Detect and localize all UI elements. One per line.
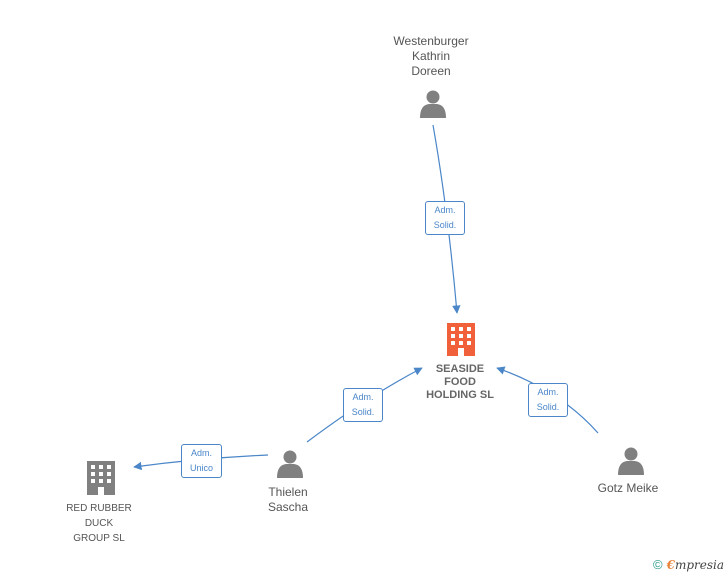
footer-brand: ©€mpresia [653, 557, 724, 572]
edge-label-line1: Adm. [434, 205, 456, 215]
edge-label-gotz-seaside: Adm. Solid. [528, 383, 568, 417]
brand-rest: mpresia [674, 558, 724, 572]
edge-label-line2: Solid. [351, 407, 375, 417]
edge-label-line2: Unico [189, 463, 213, 473]
brand-logo: €mpresia [667, 558, 724, 572]
node-label-westenburger[interactable]: Westenburger Kathrin Doreen [393, 34, 469, 78]
person-icon [618, 447, 644, 475]
building-icon [447, 323, 475, 356]
edge-label-line1: Adm. [190, 448, 212, 458]
edge-label-thielen-seaside: Adm. Solid. [343, 388, 383, 422]
person-icon [420, 90, 446, 118]
edge-label-thielen-redrubber: Adm. Unico [181, 444, 222, 478]
node-label-thielen[interactable]: Thielen Sascha [267, 485, 309, 514]
brand-first-letter: € [666, 558, 675, 572]
node-label-gotz[interactable]: Gotz Meike [597, 481, 659, 495]
edge-label-line2: Solid. [433, 220, 457, 230]
edge-label-line1: Adm. [352, 392, 374, 402]
edge-label-line1: Adm. [537, 387, 559, 397]
copyright-icon: © [652, 557, 663, 572]
edge-label-westenburger-seaside: Adm. Solid. [425, 201, 465, 235]
building-icon [87, 461, 115, 495]
node-label-seaside[interactable]: SEASIDE FOOD HOLDING SL [426, 363, 494, 401]
edge-label-line2: Solid. [536, 402, 560, 412]
person-icon [277, 450, 303, 478]
node-label-redrubber[interactable]: RED RUBBER DUCK GROUP SL [66, 503, 132, 544]
